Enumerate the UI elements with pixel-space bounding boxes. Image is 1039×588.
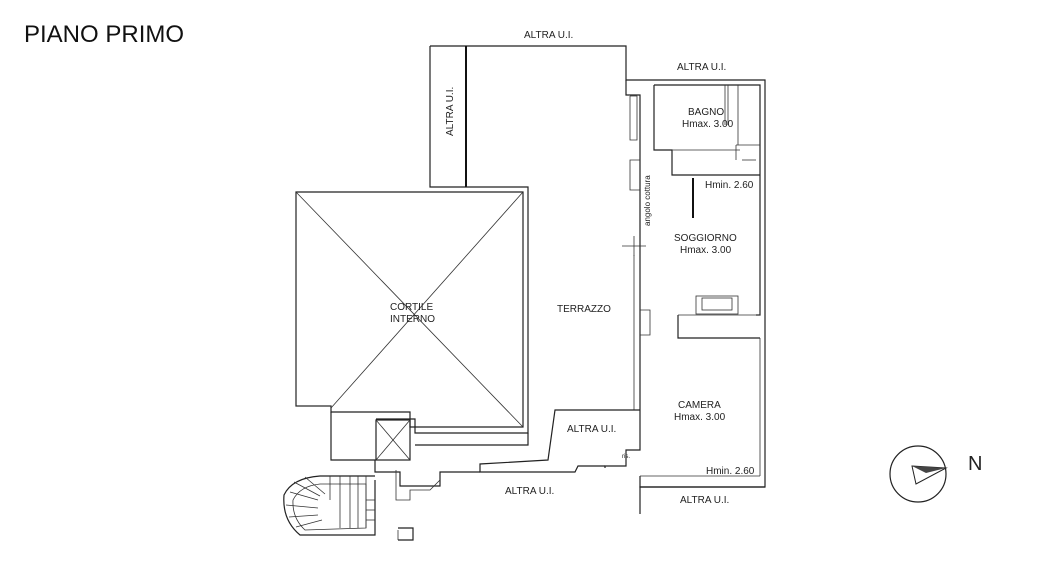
north-label: N	[968, 453, 982, 475]
label-cortile-line1: CORTILE	[390, 302, 433, 313]
apartment-walls	[604, 80, 765, 488]
label-altra-bottom: ALTRA U.I.	[505, 486, 554, 497]
lower-walls	[330, 409, 640, 541]
label-bagno-h: Hmax. 3.00	[682, 119, 734, 130]
label-hmin-bottom: Hmin. 2.60	[706, 466, 755, 477]
label-soggiorno-h: Hmax. 3.00	[680, 245, 732, 256]
label-camera-h: Hmax. 3.00	[674, 412, 726, 423]
label-hmin-top: Hmin. 2.60	[705, 180, 754, 191]
plan-title: PIANO PRIMO	[24, 21, 184, 48]
label-altra-middle: ALTRA U.I.	[567, 424, 616, 435]
label-angolo-cottura: angolo cottura	[643, 175, 652, 226]
label-soggiorno: SOGGIORNO	[674, 233, 737, 244]
staircase-icon	[283, 475, 376, 536]
north-arrow-icon: N	[889, 445, 982, 503]
label-altra-top: ALTRA U.I.	[524, 30, 573, 41]
label-altra-bottom-right: ALTRA U.I.	[680, 495, 729, 506]
label-altra-vertical: ALTRA U.I.	[445, 87, 456, 136]
label-cortile-line2: INTERNO	[390, 314, 435, 325]
label-small-code: ris.	[622, 454, 630, 460]
label-bagno: BAGNO	[688, 107, 724, 118]
label-camera: CAMERA	[678, 400, 721, 411]
label-altra-top-right: ALTRA U.I.	[677, 62, 726, 73]
label-terrazzo: TERRAZZO	[557, 304, 611, 315]
